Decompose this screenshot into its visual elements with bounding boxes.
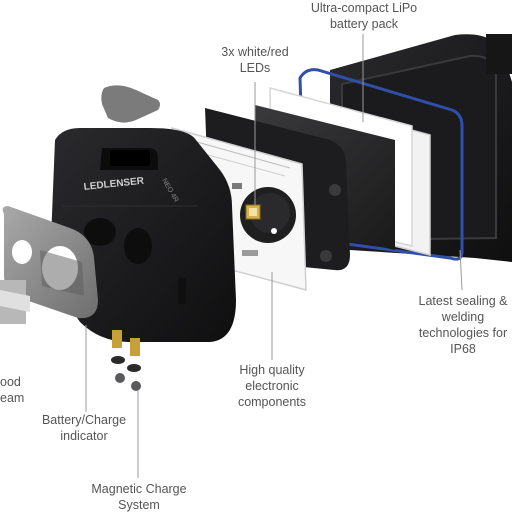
callout-electronics-line3: components: [237, 395, 307, 409]
callout-sealing-line4: IP68: [450, 342, 476, 356]
callout-electronics: High quality electronic components: [228, 362, 316, 410]
callout-indicator-line2: indicator: [60, 429, 108, 443]
callout-leds-line2: LEDs: [239, 61, 271, 75]
callout-beam: ood eam: [0, 374, 25, 406]
callout-indicator-line1: Battery/Charge: [41, 413, 127, 427]
callout-line-sealing: [459, 249, 463, 291]
callout-sealing-line3: technologies for: [418, 326, 508, 340]
callout-leds-line1: 3x white/red: [221, 45, 289, 59]
callout-charging-line1: Magnetic Charge: [91, 482, 187, 496]
callout-electronics-line2: electronic: [245, 379, 299, 393]
callout-battery-line2: battery pack: [329, 17, 399, 31]
callout-sealing-line1: Latest sealing &: [418, 294, 508, 308]
callout-electronics-line1: High quality: [239, 363, 305, 377]
beam-optics: [0, 280, 30, 324]
front-bezel: [2, 206, 99, 319]
callout-leds: 3x white/red LEDs: [213, 44, 297, 76]
callout-battery-line1: Ultra-compact LiPo: [310, 1, 418, 15]
callout-beam-line2: eam: [0, 391, 25, 405]
charging-contacts: [111, 330, 141, 391]
callout-charging-line2: System: [118, 498, 160, 512]
callout-sealing-line2: welding: [441, 310, 485, 324]
callout-sealing: Latest sealing & welding technologies fo…: [414, 293, 512, 357]
callout-charging: Magnetic Charge System: [84, 481, 194, 512]
callout-battery: Ultra-compact LiPo battery pack: [306, 0, 422, 32]
rubber-button-cap: [101, 85, 160, 123]
callout-indicator: Battery/Charge indicator: [28, 412, 140, 444]
callout-beam-line1: ood: [0, 375, 21, 389]
